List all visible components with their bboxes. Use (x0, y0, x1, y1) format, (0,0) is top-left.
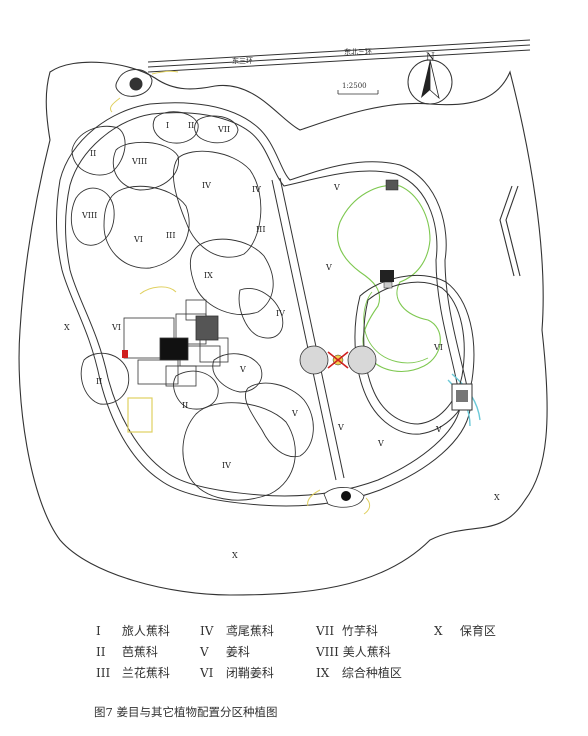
zone-label-IV-a: IV (202, 181, 211, 190)
zone-label-V-e: V (337, 423, 344, 432)
right-zone-boundary-2 (363, 281, 465, 425)
zone-label-VI-c: VI (433, 343, 443, 352)
central-axis (271, 177, 345, 481)
zone-label-V-f: V (377, 439, 384, 448)
scale-bar (337, 90, 379, 95)
zone-label-II-c: II (182, 401, 188, 410)
pavilion-right (451, 383, 473, 411)
zone-label-VII: VII (217, 125, 230, 134)
figure-caption: 图7 姜目与其它植物配置分区种植图 (94, 705, 278, 719)
zone-label-IV-b: IV (252, 185, 261, 194)
yellow-plot (127, 397, 153, 433)
legend-item-VI: VI 闭鞘姜科 (200, 666, 274, 680)
zone-label-V-a: V (239, 365, 246, 374)
zone-label-IV-c: IV (276, 309, 285, 318)
zone-label-II-b: II (96, 377, 102, 386)
pavilion-top (380, 179, 399, 289)
legend: I 旅人蕉科 II 芭蕉科 III 兰花蕉科 IV 鸢尾蕉科 V 姜科 VI 闭… (0, 610, 588, 690)
zone-blobs (70, 111, 314, 501)
zone-label-X-b: X (494, 493, 500, 502)
scale-label: 1:2500 (342, 82, 367, 90)
zone-label-II-a: II (90, 149, 96, 158)
zone-label-V-d: V (325, 263, 332, 272)
road-label-right: 东北三环 (344, 47, 372, 56)
zone-label-V-c: V (333, 183, 340, 192)
legend-item-I: I 旅人蕉科 (96, 624, 170, 638)
legend-item-IV: IV 鸢尾蕉科 (200, 624, 274, 638)
zone-label-III-b: III (256, 225, 265, 234)
zone-label-III-a: III (166, 231, 175, 240)
zone-labels: I II VII II VIII IV IV VIII VI III III I… (64, 121, 500, 560)
legend-item-VII: VII 竹芋科 (316, 624, 378, 638)
legend-item-V: V 姜科 (200, 645, 250, 659)
yellow-path-top (109, 70, 179, 113)
yellow-path-left (139, 286, 177, 295)
inner-loop-path (56, 102, 471, 507)
road (147, 39, 531, 73)
zone-label-IV-d: IV (222, 461, 231, 470)
north-arrow-icon (407, 59, 453, 105)
zone-label-V-g: V (435, 425, 442, 434)
building-red-accent (122, 350, 128, 358)
legend-item-II: II 芭蕉科 (96, 645, 158, 659)
planting-zone-map: 东三环 东北三环 N 1:2500 (18, 39, 548, 596)
zone-label-VI-b: VI (111, 323, 121, 332)
site-boundary (18, 61, 548, 596)
zone-label-V-b: V (291, 409, 298, 418)
entrance-feature (115, 69, 153, 97)
zone-label-VIII-a: VIII (131, 157, 147, 166)
lake-edge (363, 291, 429, 364)
zone-label-X-c: X (232, 551, 238, 560)
boundary-line (499, 185, 521, 277)
north-label: N (426, 52, 435, 63)
zone-label-I: I (166, 121, 169, 130)
legend-item-III: III 兰花蕉科 (96, 666, 170, 680)
bottom-entrance (323, 487, 365, 508)
legend-item-VIII: VIII 美人蕉科 (316, 645, 391, 659)
legend-item-IX: IX 综合种植区 (316, 666, 402, 680)
right-zone-boundary (354, 274, 475, 435)
zone-label-VIII-b: VIII (81, 211, 97, 220)
zone-label-VI-a: VI (133, 235, 143, 244)
building-complex (123, 299, 229, 387)
road-label-left: 东三环 (232, 56, 253, 65)
legend-item-X: X 保育区 (434, 624, 496, 638)
zone-label-X-a: X (64, 323, 70, 332)
lake (336, 184, 441, 372)
yellow-path-bottom (307, 489, 371, 515)
zone-label-II: II (188, 121, 194, 130)
central-plaza (299, 345, 377, 375)
zone-label-IX: IX (204, 271, 213, 280)
